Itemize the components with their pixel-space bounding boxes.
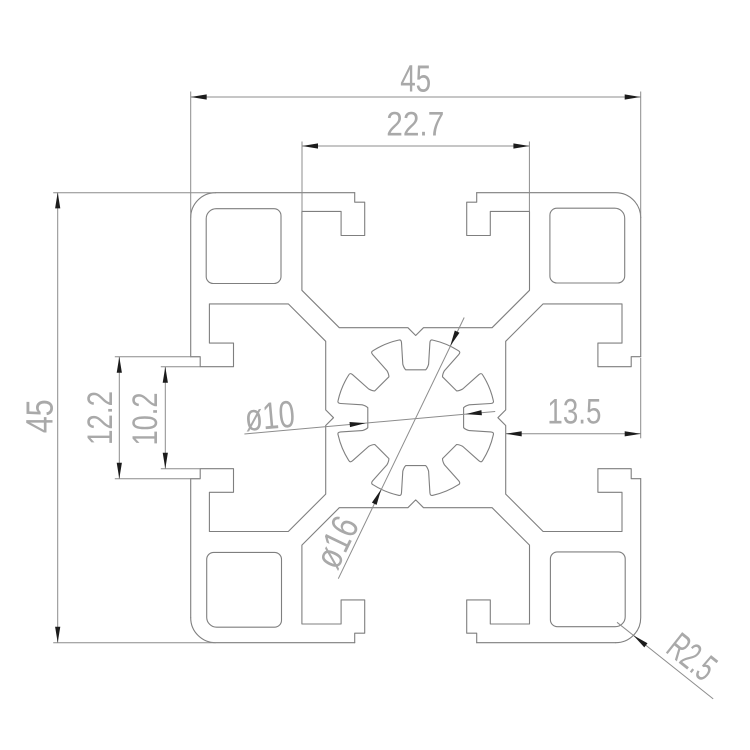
svg-text:45: 45 (19, 399, 61, 433)
svg-text:22.7: 22.7 (386, 106, 444, 144)
svg-text:13.5: 13.5 (547, 393, 601, 432)
svg-text:45: 45 (400, 58, 431, 100)
svg-text:10.2: 10.2 (126, 393, 165, 446)
svg-text:ø10: ø10 (243, 394, 297, 440)
svg-text:12.2: 12.2 (81, 391, 120, 445)
